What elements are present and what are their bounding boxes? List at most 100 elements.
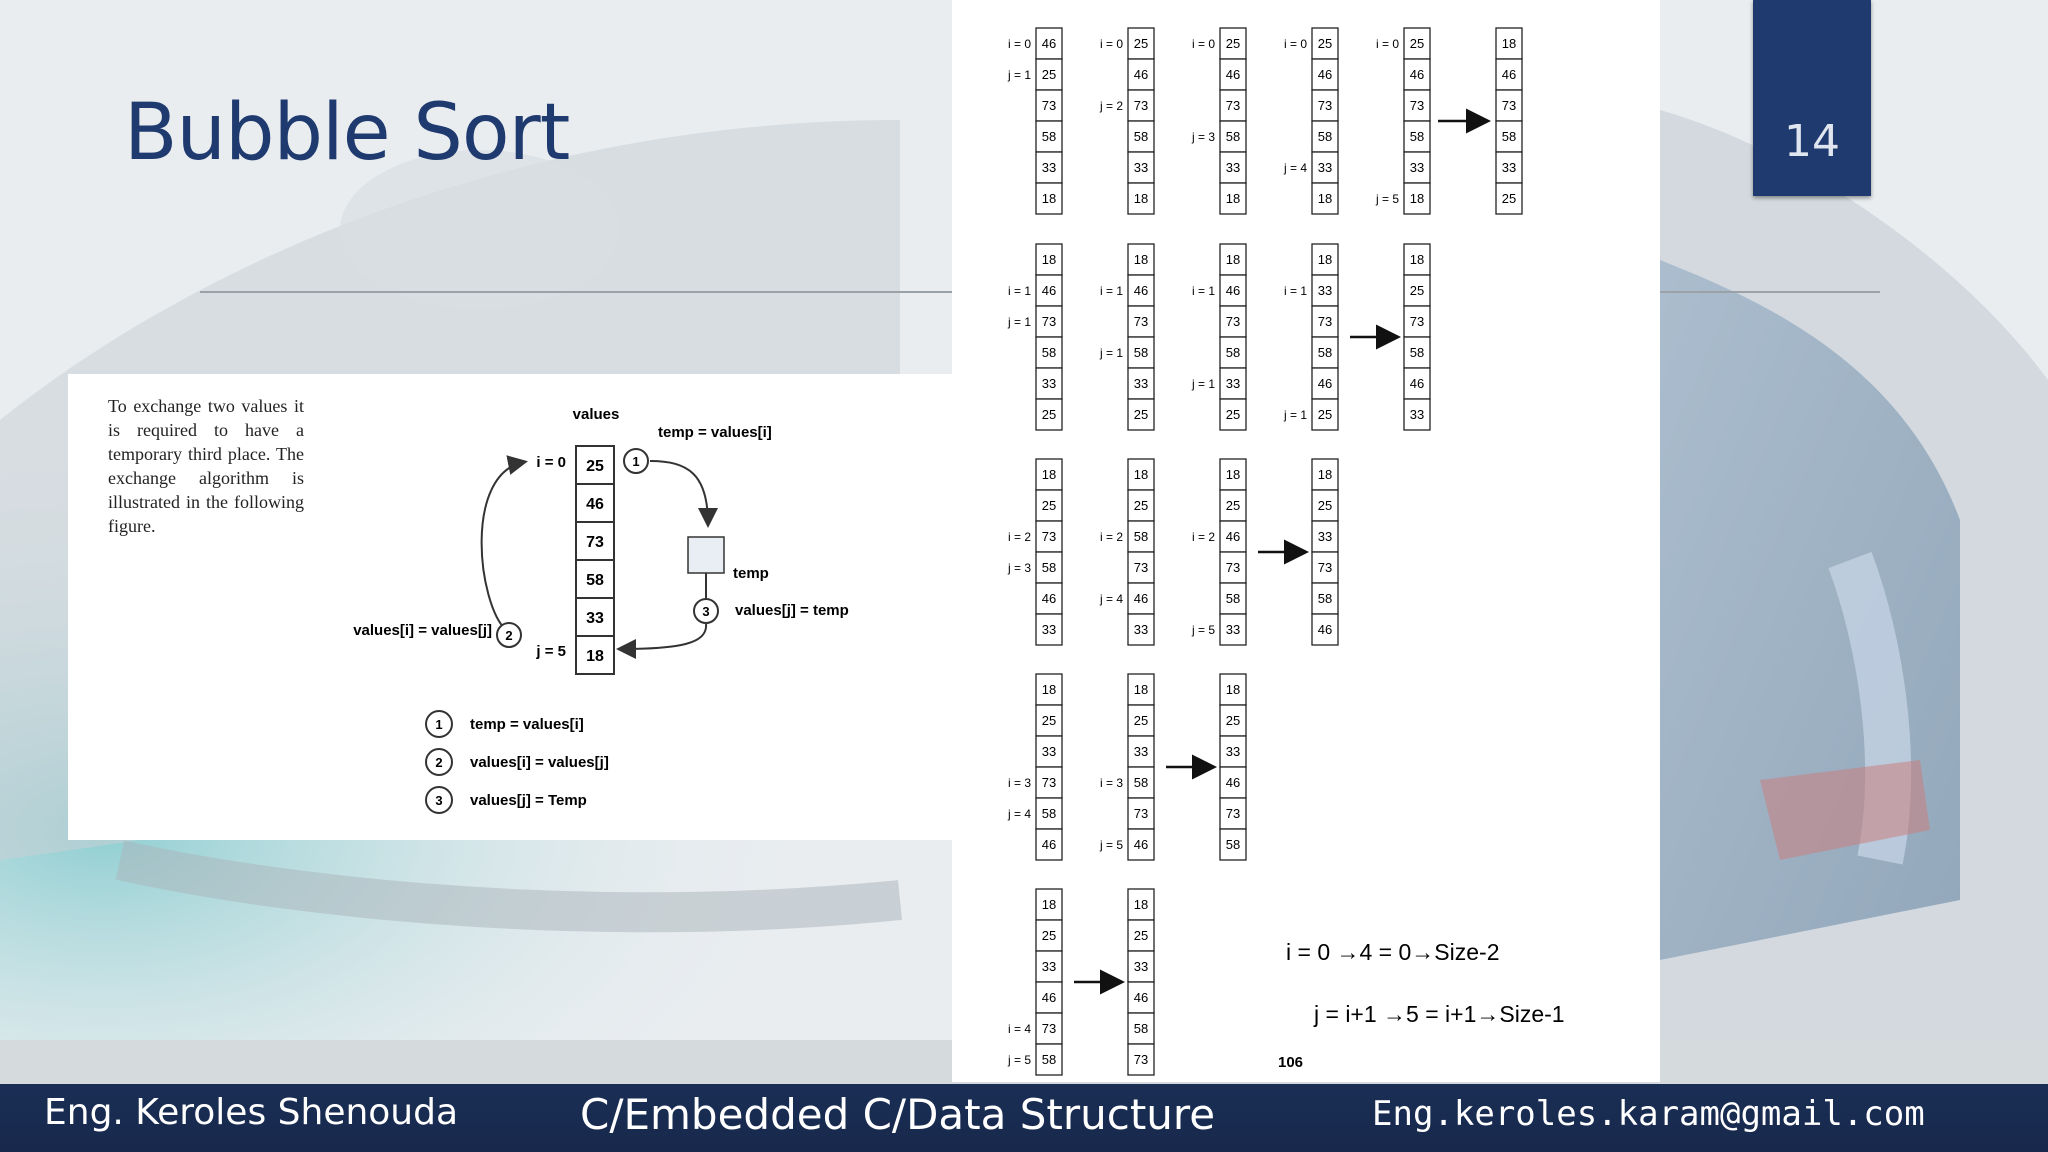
exchange-j-label: j = 5 [535,643,566,660]
step2-arrow [480,455,528,631]
array-cell-value: 25 [1042,407,1056,422]
array-cell-value: 46 [1134,837,1148,852]
slide-number-badge: 14 [1753,0,1871,196]
array-cell-value: 33 [1226,160,1240,175]
legend-text-3: values[j] = Temp [470,792,587,809]
index-label: j = 4 [1283,161,1307,175]
array-cell [1127,828,1155,861]
array-cell-value: 73 [1134,98,1148,113]
array-cell [1035,613,1063,646]
step1-top-label: temp = values[i] [658,424,772,441]
index-label: i = 2 [1100,530,1123,544]
array-cell-value: 25 [1226,407,1240,422]
array-cell [1035,673,1063,706]
array-cell-value: 18 [1042,467,1056,482]
array-cell [1311,274,1339,307]
array-cell [1219,828,1247,861]
values-heading: values [573,406,620,423]
step1-arrow [649,460,718,528]
index-label: i = 4 [1008,1022,1031,1036]
array-cell-value: 73 [1502,98,1516,113]
index-label: i = 0 [1192,37,1215,51]
array-cell [1035,27,1063,60]
array-cell-value: 18 [1134,467,1148,482]
array-cell [1035,888,1063,921]
array-cell-value: 25 [1226,713,1240,728]
array-cell [1311,613,1339,646]
array-cell [1219,613,1247,646]
array-cell-value: 18 [1134,252,1148,267]
array-cell-value: 25 [1410,36,1424,51]
array-cell [1035,489,1063,522]
array-cell-value: 18 [1042,682,1056,697]
step3-right-label: values[j] = temp [735,602,849,619]
array-cell [1035,950,1063,983]
array-cell [1035,89,1063,122]
array-cell-value: 58 [1134,129,1148,144]
array-cell [1311,489,1339,522]
array-cell [1403,151,1431,184]
index-label: i = 3 [1008,776,1031,790]
array-cell-value: 46 [1318,67,1332,82]
array-cell-value: 18 [1134,897,1148,912]
array-cell-value: 73 [1410,314,1424,329]
array-cell-value: 73 [1226,560,1240,575]
array-cell-value: 25 [1042,713,1056,728]
index-label: j = 2 [1099,99,1123,113]
array-cell [1035,367,1063,400]
array-cell [1219,489,1247,522]
legend: 1 temp = values[i] 2 values[i] = values[… [425,710,609,814]
array-cell [1035,1043,1063,1076]
array-cell [1403,58,1431,91]
step1-marker [623,448,649,474]
array-cell [1035,398,1063,431]
book-page-number: 106 [1278,1054,1303,1071]
array-cell-value: 25 [1042,928,1056,943]
footer-email: Eng.keroles.karam@gmail.com [1372,1094,1925,1134]
array-cell [1495,58,1523,91]
exchange-cell-value: 25 [586,458,604,475]
array-cell-value: 73 [1042,314,1056,329]
array-cell-value: 33 [1134,744,1148,759]
step1-number: 1 [632,454,639,469]
array-cell-value: 46 [1134,283,1148,298]
array-cell-value: 73 [1134,806,1148,821]
array-cell [1035,981,1063,1014]
array-cell-value: 58 [1502,129,1516,144]
array-cell-value: 58 [1318,345,1332,360]
index-label: i = 1 [1008,284,1031,298]
index-label: i = 1 [1192,284,1215,298]
array-cell [1311,58,1339,91]
array-cell [1311,367,1339,400]
array-cell-value: 58 [1318,591,1332,606]
legend-num-2: 2 [435,755,442,770]
exchange-cell [575,483,615,523]
array-cell [1127,367,1155,400]
array-cell-value: 73 [1042,1021,1056,1036]
array-cell [1127,1043,1155,1076]
formula-i-range: i = 0 →4 = 0→Size-2 [1286,939,1500,965]
array-cell [1127,58,1155,91]
array-cell [1127,582,1155,615]
legend-text-2: values[i] = values[j] [470,754,609,771]
index-label: i = 2 [1008,530,1031,544]
index-label: j = 3 [1007,561,1031,575]
array-cell [1127,919,1155,952]
array-cell-value: 25 [1226,36,1240,51]
array-cell-value: 46 [1134,67,1148,82]
array-cell [1219,735,1247,768]
array-cell [1311,89,1339,122]
array-cell [1127,398,1155,431]
step2-number: 2 [505,628,512,643]
array-cell-value: 33 [1226,376,1240,391]
exchange-cell-value: 58 [586,572,604,589]
